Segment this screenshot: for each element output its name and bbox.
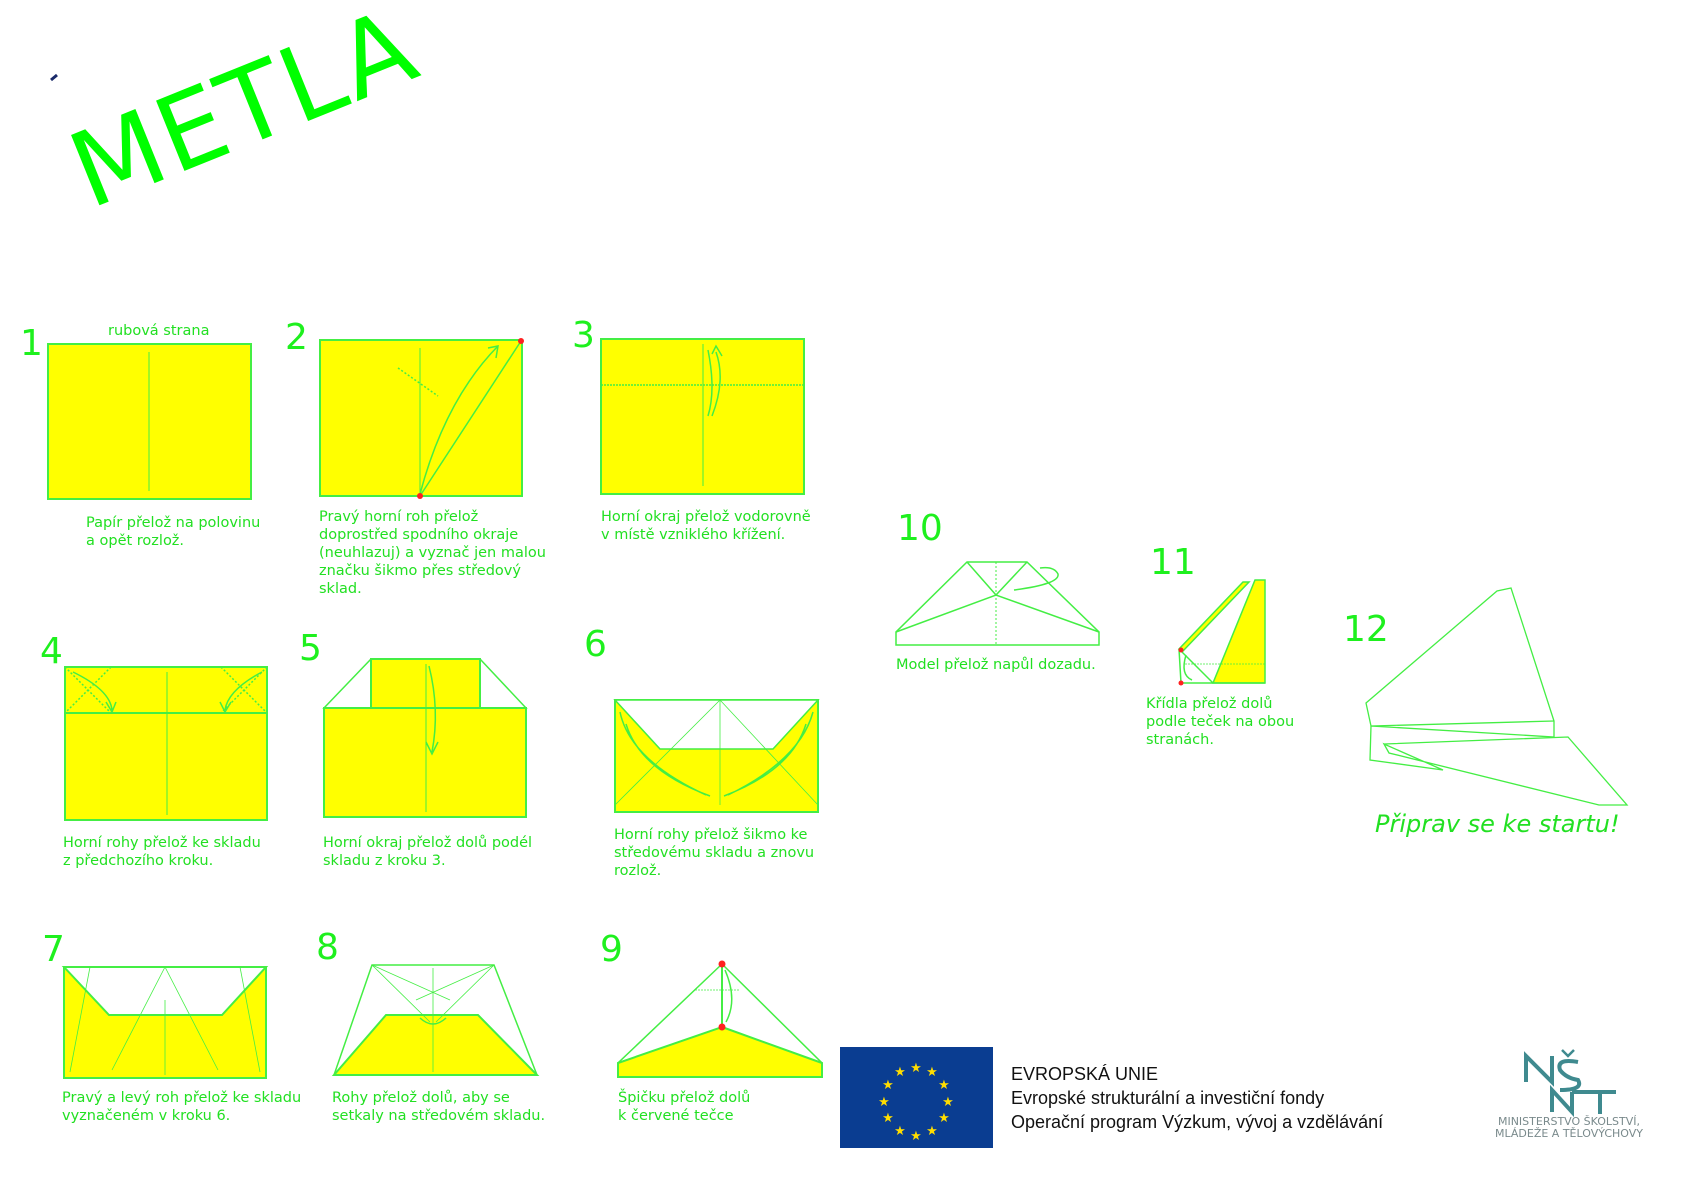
svg-text:★: ★ bbox=[882, 1078, 894, 1093]
svg-text:★: ★ bbox=[938, 1078, 950, 1093]
step-11-number: 11 bbox=[1150, 542, 1196, 583]
eu-flag-logo: ★★★ ★★ ★★ ★★ ★★★ bbox=[840, 1047, 993, 1148]
red-dot bbox=[718, 960, 726, 968]
msmt-line-2: MLÁDEŽE A TĚLOVÝCHOVY bbox=[1495, 1127, 1643, 1140]
step-9-number: 9 bbox=[600, 929, 623, 970]
step-5-number: 5 bbox=[299, 628, 322, 669]
step-8-diagram bbox=[331, 964, 540, 1076]
step-4-number: 4 bbox=[40, 631, 63, 672]
step-10-number: 10 bbox=[897, 508, 943, 549]
red-dot bbox=[718, 1023, 726, 1031]
step-2-caption: Pravý horní roh přelož doprostřed spodní… bbox=[319, 509, 546, 597]
step-9-caption: Špičku přelož dolů k červené tečce bbox=[618, 1090, 751, 1124]
svg-text:★: ★ bbox=[926, 1124, 938, 1139]
step-5-caption: Horní okraj přelož dolů podél skladu z k… bbox=[323, 835, 533, 869]
step-2-diagram bbox=[319, 338, 524, 499]
eu-line-1: EVROPSKÁ UNIE bbox=[1011, 1064, 1159, 1084]
step-1-number: 1 bbox=[20, 323, 43, 364]
eu-program-text: EVROPSKÁ UNIE Evropské strukturální a in… bbox=[1011, 1062, 1383, 1134]
step-1-caption: Papír přelož na polovinu a opět rozlož. bbox=[86, 515, 261, 549]
eu-line-3: Operační program Výzkum, vývoj a vzděláv… bbox=[1011, 1112, 1384, 1132]
svg-text:★: ★ bbox=[910, 1129, 922, 1144]
step-3-caption: Horní okraj přelož vodorovně v místě vzn… bbox=[601, 509, 811, 543]
svg-text:★: ★ bbox=[910, 1061, 922, 1076]
svg-text:★: ★ bbox=[894, 1065, 906, 1080]
step-4-caption: Horní rohy přelož ke skladu z předchozíh… bbox=[63, 835, 261, 869]
step-3-number: 3 bbox=[572, 315, 595, 356]
step-8-caption: Rohy přelož dolů, aby se setkaly na stře… bbox=[332, 1090, 546, 1124]
step-6-number: 6 bbox=[584, 624, 607, 665]
step-1-side-label: rubová strana bbox=[108, 323, 210, 339]
step-4-diagram bbox=[64, 666, 268, 821]
step-5-diagram bbox=[322, 658, 528, 818]
step-11-caption: Křídla přelož dolů podle teček na obou s… bbox=[1146, 696, 1295, 748]
svg-text:★: ★ bbox=[926, 1065, 938, 1080]
svg-text:★: ★ bbox=[878, 1095, 890, 1110]
msmt-text: MINISTERSTVO ŠKOLSTVÍ, MLÁDEŽE A TĚLOVÝC… bbox=[1466, 1116, 1672, 1140]
step-10-caption: Model přelož napůl dozadu. bbox=[896, 657, 1096, 673]
step-12-number: 12 bbox=[1343, 609, 1389, 650]
step-9-diagram bbox=[617, 960, 823, 1078]
eu-line-2: Evropské strukturální a investiční fondy bbox=[1011, 1088, 1325, 1108]
step-7-number: 7 bbox=[42, 929, 65, 970]
stray-mark bbox=[50, 73, 58, 82]
msmt-line-1: MINISTERSTVO ŠKOLSTVÍ, bbox=[1497, 1115, 1641, 1128]
step-11-diagram bbox=[1177, 579, 1266, 686]
red-dot bbox=[417, 493, 423, 499]
red-dot bbox=[1178, 647, 1184, 653]
step-3-diagram bbox=[600, 338, 805, 495]
step-12-airplane bbox=[1365, 587, 1629, 806]
msmt-logo bbox=[1524, 1049, 1616, 1118]
eu-stars: ★★★ ★★ ★★ ★★ ★★★ bbox=[878, 1061, 954, 1144]
step-10-diagram bbox=[895, 561, 1100, 646]
svg-text:★: ★ bbox=[942, 1095, 954, 1110]
step-7-caption: Pravý a levý roh přelož ke skladu vyznač… bbox=[62, 1090, 302, 1124]
step-7-diagram bbox=[61, 966, 269, 1079]
svg-text:★: ★ bbox=[894, 1124, 906, 1139]
step-12-caption: Připrav se ke startu! bbox=[1375, 810, 1620, 838]
step-8-number: 8 bbox=[316, 927, 339, 968]
step-2-number: 2 bbox=[285, 317, 308, 358]
red-dot bbox=[1178, 680, 1184, 686]
svg-text:★: ★ bbox=[938, 1111, 950, 1126]
svg-text:★: ★ bbox=[882, 1111, 894, 1126]
step-6-diagram bbox=[613, 699, 820, 813]
red-dot bbox=[518, 338, 524, 344]
step-1-diagram bbox=[47, 343, 252, 500]
step-6-caption: Horní rohy přelož šikmo ke středovému sk… bbox=[614, 827, 815, 879]
